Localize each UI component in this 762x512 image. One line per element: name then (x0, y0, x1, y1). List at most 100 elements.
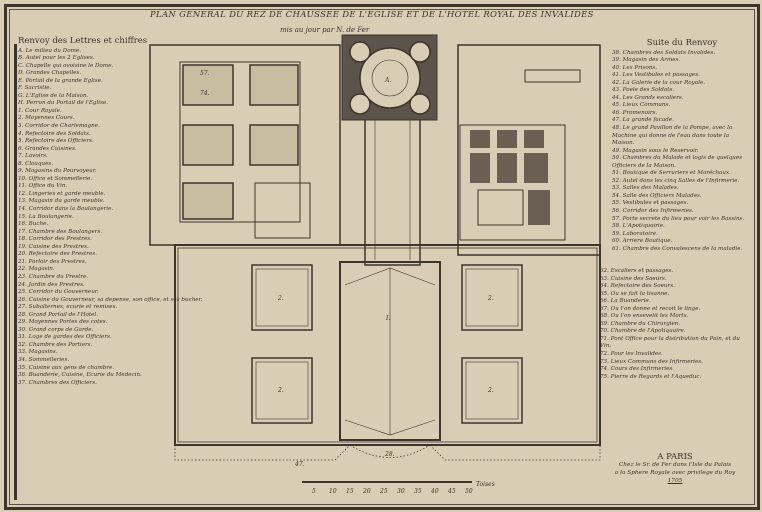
legend-item: 38. Chambres des Soldats Invalides. (612, 49, 716, 56)
scale-tick: 50 (465, 488, 473, 495)
legend-item: 20. Refectoire des Prestres. (18, 251, 97, 258)
legend-item: 71. Pont Office pour la distribution du … (600, 335, 740, 350)
scale-tick: 20 (362, 488, 371, 495)
court-left-upper (251, 264, 313, 331)
legend-item: D. Grandes Chapelles. (18, 70, 82, 77)
label-court: 2. (277, 387, 284, 394)
legend-item: 42. La Galerie de la cour Royale. (612, 79, 706, 86)
legend-item: 46. Promenoirs. (612, 109, 658, 116)
legend-item: 35. Cuisine aux gens de chambre. (18, 364, 115, 371)
legend-item: 56. Corridor des Infirmeries. (612, 208, 694, 215)
scale-tick: 30 (397, 488, 405, 495)
legend-item: 5. Refectoire des Officiers. (18, 138, 94, 145)
legend-item: 62. Escaliers et passages. (600, 268, 674, 274)
legend-right: Suite du Renvoy 38. Chambres des Soldats… (612, 38, 752, 253)
legend-item: 18. Corridor des Prestres. (18, 236, 92, 243)
legend-item: 39. Magasin des Armes. (612, 57, 681, 64)
legend-item: 54. Salle des Officiers Malades. (612, 192, 702, 199)
legend-item: 4. Refectoire des Soldats. (18, 130, 91, 137)
legend-item: 57. Porte secrete du lieu pour voir les … (612, 215, 745, 222)
legend-item: 25. Corridor du Gouverneur. (18, 289, 99, 296)
imprint: A PARIS Chez le Sr. de Fer dans l'Isle d… (595, 453, 755, 485)
legend-item: 70. Chambre de l'Apotiquaire. (600, 328, 686, 335)
label-facade: 47. (294, 461, 305, 468)
legend-item: 59. Laboratoire. (612, 230, 658, 237)
legend-item: 53. Salles des Malades. (612, 185, 679, 192)
legend-item: 9. Magasins du Pourvoyeur. (18, 168, 97, 175)
scale-tick: 25 (379, 488, 388, 495)
legend-item: A. Le milieu du Dome. (18, 47, 81, 54)
cour-royale (339, 261, 441, 441)
map-subtitle: mis au jour par N. de Fer (280, 26, 370, 34)
legend-item: 50. Chambres du Malade et logis de quelq… (612, 155, 743, 169)
legend-item: 44. Les Grands escaliers. (612, 94, 684, 101)
scale-tick: 45 (447, 488, 456, 495)
legend-item: 31. Loge de gardes des Officiers. (18, 334, 112, 341)
legend-item: 29. Moyennes Portes des cotes. (18, 319, 108, 326)
legend-item: E. Portail de la grande Eglise. (18, 77, 103, 84)
legend-item: 48. Le grand Pavillon de la Pompe, avec … (612, 125, 733, 147)
legend-item: 69. Chambre du Chirurgien. (600, 320, 681, 327)
main-building (174, 244, 601, 446)
legend-item: 16. Buche. (18, 221, 49, 228)
legend-right-continued: 62. Escaliers et passages.63. Cuisine de… (600, 268, 750, 381)
legend-item: 1. Cour Royale. (18, 107, 62, 114)
legend-item: B. Autel pour les 2 Eglises. (18, 55, 95, 62)
legend-item: 49. Magasin sous le Reservoir. (612, 147, 699, 154)
infirmary-wing-left (149, 44, 341, 246)
legend-item: 41. Les Vestibules et passages. (612, 72, 700, 79)
legend-item: 34. Sommelleries. (18, 356, 70, 363)
legend-item: 60. Arriere Boutique. (612, 238, 673, 245)
legend-item: 74. Cours des Infirmeries. (600, 366, 675, 373)
imprint-year: 1705 (667, 478, 683, 484)
legend-item: G. L'Eglise de la Maison. (18, 92, 89, 99)
scale-tick: 35 (414, 488, 422, 495)
scale-tick: 15 (346, 488, 354, 495)
legend-item: 11. Office du Vin. (18, 183, 68, 190)
legend-item: 3. Corridor de Charlemagne. (18, 123, 100, 130)
legend-item: H. Perron du Portail de l'Eglise. (18, 100, 109, 107)
legend-item: 7. Lavoirs. (18, 153, 48, 160)
label-court: 2. (487, 387, 494, 394)
legend-item: 64. Refectoire des Soeurs. (600, 283, 675, 290)
legend-item: 26. Cuisine du Gouverneur, sa depense, s… (18, 296, 203, 303)
scale-tick: 10 (329, 488, 337, 495)
legend-item: 37. Chambres des Officiers. (18, 379, 97, 386)
court-right-lower (461, 357, 523, 424)
legend-item: 14. Corridor dans la Boulangerie. (18, 206, 114, 213)
label-court: 2. (277, 295, 284, 302)
legend-item: 66. La Buanderie. (600, 298, 651, 305)
map-frame (4, 4, 760, 510)
legend-item: 30. Grand corps de Garde. (18, 326, 94, 333)
scale-tick: 5 (312, 488, 316, 495)
label-garden: 74. (200, 90, 210, 97)
label-main-gate: 28. (384, 451, 395, 458)
imprint-city: A PARIS (657, 452, 693, 462)
label-dome: A. (384, 77, 391, 84)
legend-item: 19. Cuisine des Prestres. (18, 243, 89, 250)
legend-item: 55. Vestibules et passages. (612, 200, 689, 207)
label-garden: 57. (200, 70, 210, 77)
legend-item: F. Sacristie. (18, 85, 52, 92)
legend-divider (14, 44, 17, 500)
legend-item: 63. Cuisine des Soeurs. (600, 275, 667, 282)
legend-right-heading: Suite du Renvoy (646, 38, 718, 48)
legend-item: 28. Grand Portail de l'Hotel. (18, 311, 98, 318)
legend-left: Renvoy des Lettres et chiffres A. Le mil… (18, 37, 203, 387)
legend-item: 8. Cloaques. (18, 160, 54, 167)
legend-item: 65. Ou se fait la tisanne. (600, 290, 670, 297)
legend-item: 15. La Boulangerie. (18, 213, 74, 220)
legend-item: 58. L'Apotiquairie. (612, 223, 665, 230)
dome (341, 34, 438, 121)
infirmary-wing-right (457, 44, 601, 256)
scale-unit: Toises (476, 481, 495, 488)
legend-item: 43. Poele des Soldats. (612, 87, 675, 94)
imprint-line: Chez le Sr. de Fer dans l'Isle du Palais (618, 462, 732, 468)
label-cour-royale: I. (385, 315, 390, 322)
map-title: PLAN GENERAL DU REZ DE CHAUSSEE DE L'EGL… (150, 10, 594, 20)
legend-item: 6. Grandes Cuisines. (18, 145, 77, 152)
legend-item: 21. Parloir des Prestres. (18, 258, 87, 265)
court-right-upper (461, 264, 523, 331)
legend-item: 52. Autel dans les cinq Salles de l'Infi… (612, 177, 740, 184)
